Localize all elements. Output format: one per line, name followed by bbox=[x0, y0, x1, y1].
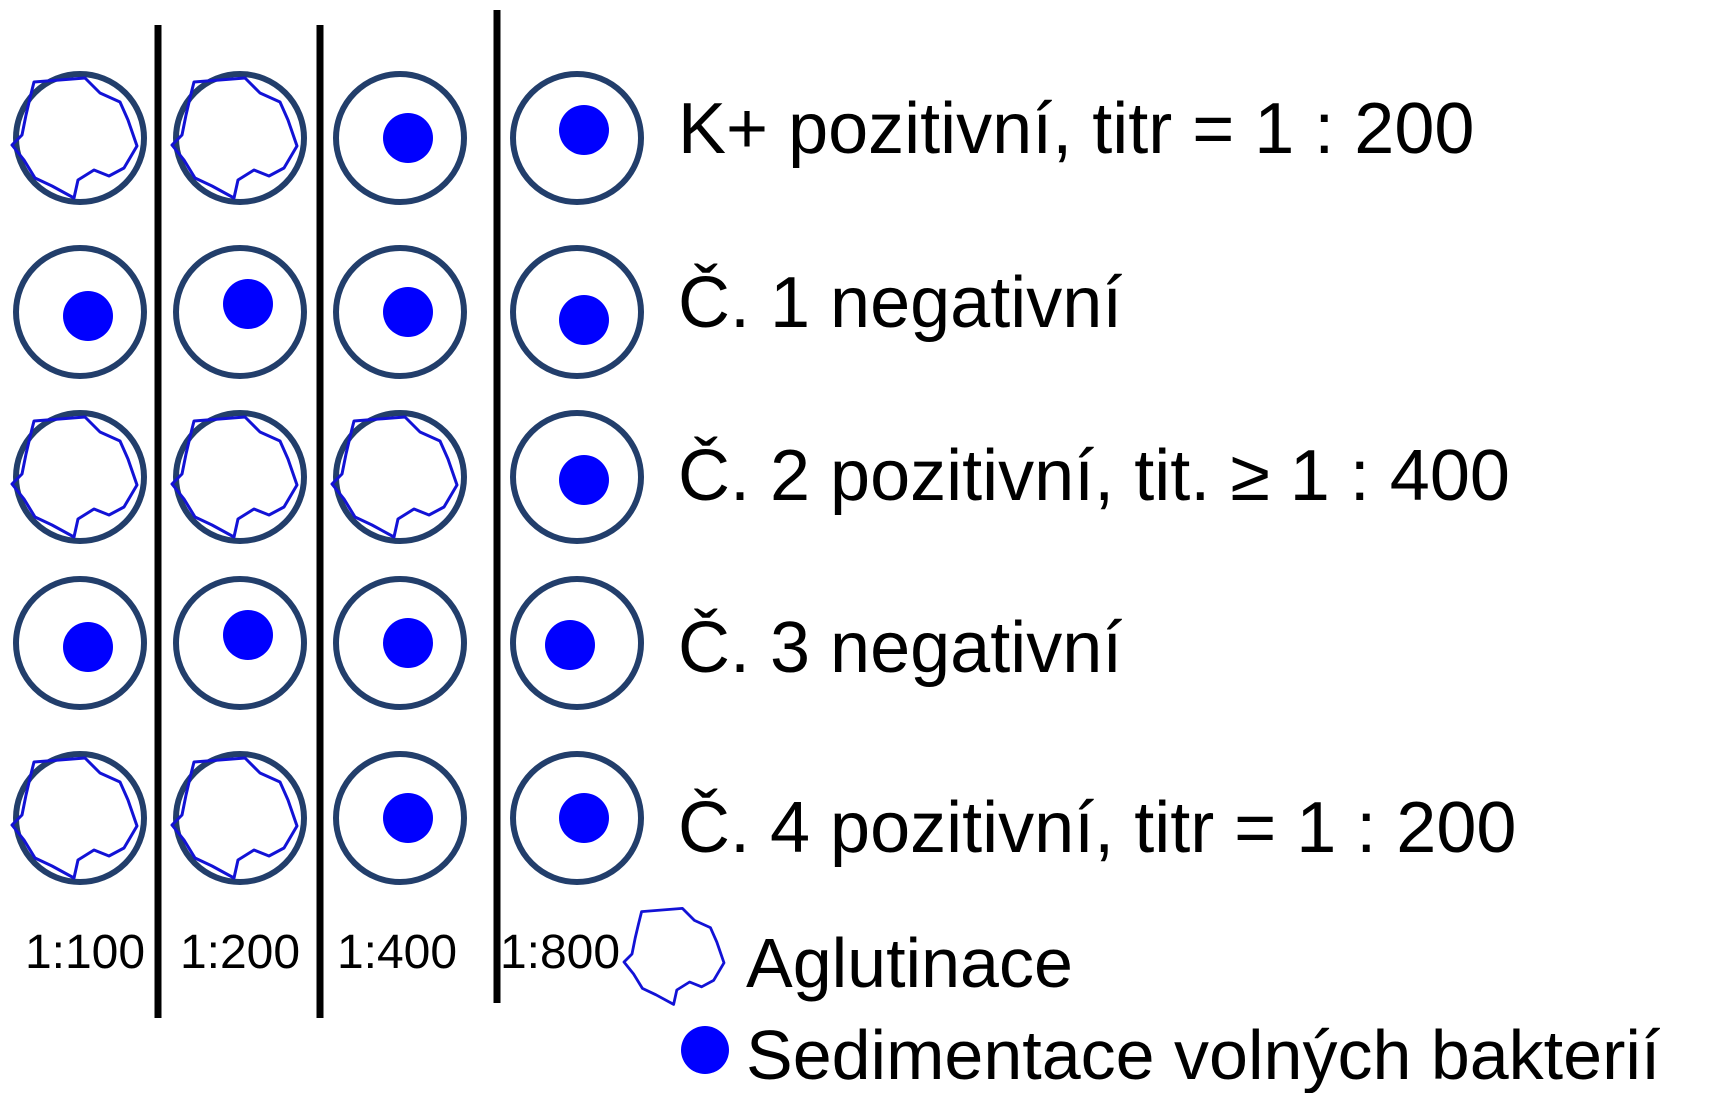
well bbox=[330, 410, 467, 544]
dilution-labels: 1:100 1:200 1:400 1:800 bbox=[25, 926, 620, 979]
column-dividers bbox=[154, 10, 501, 1018]
well bbox=[170, 751, 307, 885]
sediment-dot bbox=[545, 620, 595, 670]
row-result-label: K+ pozitivní, titr = 1 : 200 bbox=[678, 89, 1474, 169]
well bbox=[333, 245, 467, 379]
well bbox=[333, 751, 467, 885]
well bbox=[173, 245, 307, 379]
dilution-label: 1:800 bbox=[500, 926, 620, 979]
well bbox=[13, 245, 147, 379]
well bbox=[333, 71, 467, 205]
legend: Aglutinace Sedimentace volných bakterií bbox=[622, 907, 1661, 1093]
sediment-dot bbox=[383, 113, 433, 163]
well-border bbox=[13, 410, 147, 544]
well-row bbox=[10, 410, 644, 544]
well bbox=[10, 751, 147, 885]
well bbox=[170, 71, 307, 205]
dilution-label: 1:100 bbox=[25, 926, 145, 979]
well-row bbox=[10, 71, 644, 205]
row-result-label: Č. 3 negativní bbox=[678, 608, 1122, 688]
legend-agglutination-label: Aglutinace bbox=[746, 924, 1073, 1002]
well-border bbox=[13, 71, 147, 205]
well bbox=[173, 576, 307, 710]
sediment-dot bbox=[383, 793, 433, 843]
well bbox=[10, 410, 147, 544]
well bbox=[170, 410, 307, 544]
sediment-dot bbox=[63, 291, 113, 341]
sediment-dot bbox=[559, 105, 609, 155]
sediment-dot bbox=[559, 455, 609, 505]
row-result-label: Č. 2 pozitivní, tit. ≥ 1 : 400 bbox=[678, 436, 1510, 516]
well-row bbox=[13, 576, 644, 710]
well-border bbox=[13, 751, 147, 885]
sediment-dot bbox=[559, 295, 609, 345]
sediment-dot bbox=[223, 279, 273, 329]
sediment-dot-icon bbox=[681, 1026, 729, 1074]
sediment-dot bbox=[63, 622, 113, 672]
well bbox=[13, 576, 147, 710]
sediment-dot bbox=[559, 793, 609, 843]
well bbox=[510, 245, 644, 379]
well bbox=[510, 71, 644, 205]
legend-agglutination: Aglutinace bbox=[622, 907, 1073, 1006]
well-border bbox=[173, 410, 307, 544]
well bbox=[510, 751, 644, 885]
well bbox=[510, 576, 644, 710]
sediment-dot bbox=[383, 618, 433, 668]
dilution-label: 1:400 bbox=[337, 926, 457, 979]
row-labels: K+ pozitivní, titr = 1 : 200 Č. 1 negativ… bbox=[678, 89, 1516, 868]
dilution-label: 1:200 bbox=[180, 926, 300, 979]
legend-sedimentation: Sedimentace volných bakterií bbox=[681, 1016, 1661, 1093]
agglutinate-icon bbox=[622, 907, 726, 1006]
well bbox=[510, 410, 644, 544]
well-border bbox=[333, 410, 467, 544]
row-result-label: Č. 4 pozitivní, titr = 1 : 200 bbox=[678, 788, 1516, 868]
well bbox=[333, 576, 467, 710]
well bbox=[10, 71, 147, 205]
legend-sedimentation-label: Sedimentace volných bakterií bbox=[746, 1016, 1661, 1093]
well-row bbox=[13, 245, 644, 379]
well-border bbox=[173, 751, 307, 885]
sediment-dot bbox=[223, 610, 273, 660]
sediment-dot bbox=[383, 287, 433, 337]
well-grid bbox=[10, 71, 644, 885]
well-border bbox=[173, 71, 307, 205]
well-row bbox=[10, 751, 644, 885]
row-result-label: Č. 1 negativní bbox=[678, 263, 1122, 343]
